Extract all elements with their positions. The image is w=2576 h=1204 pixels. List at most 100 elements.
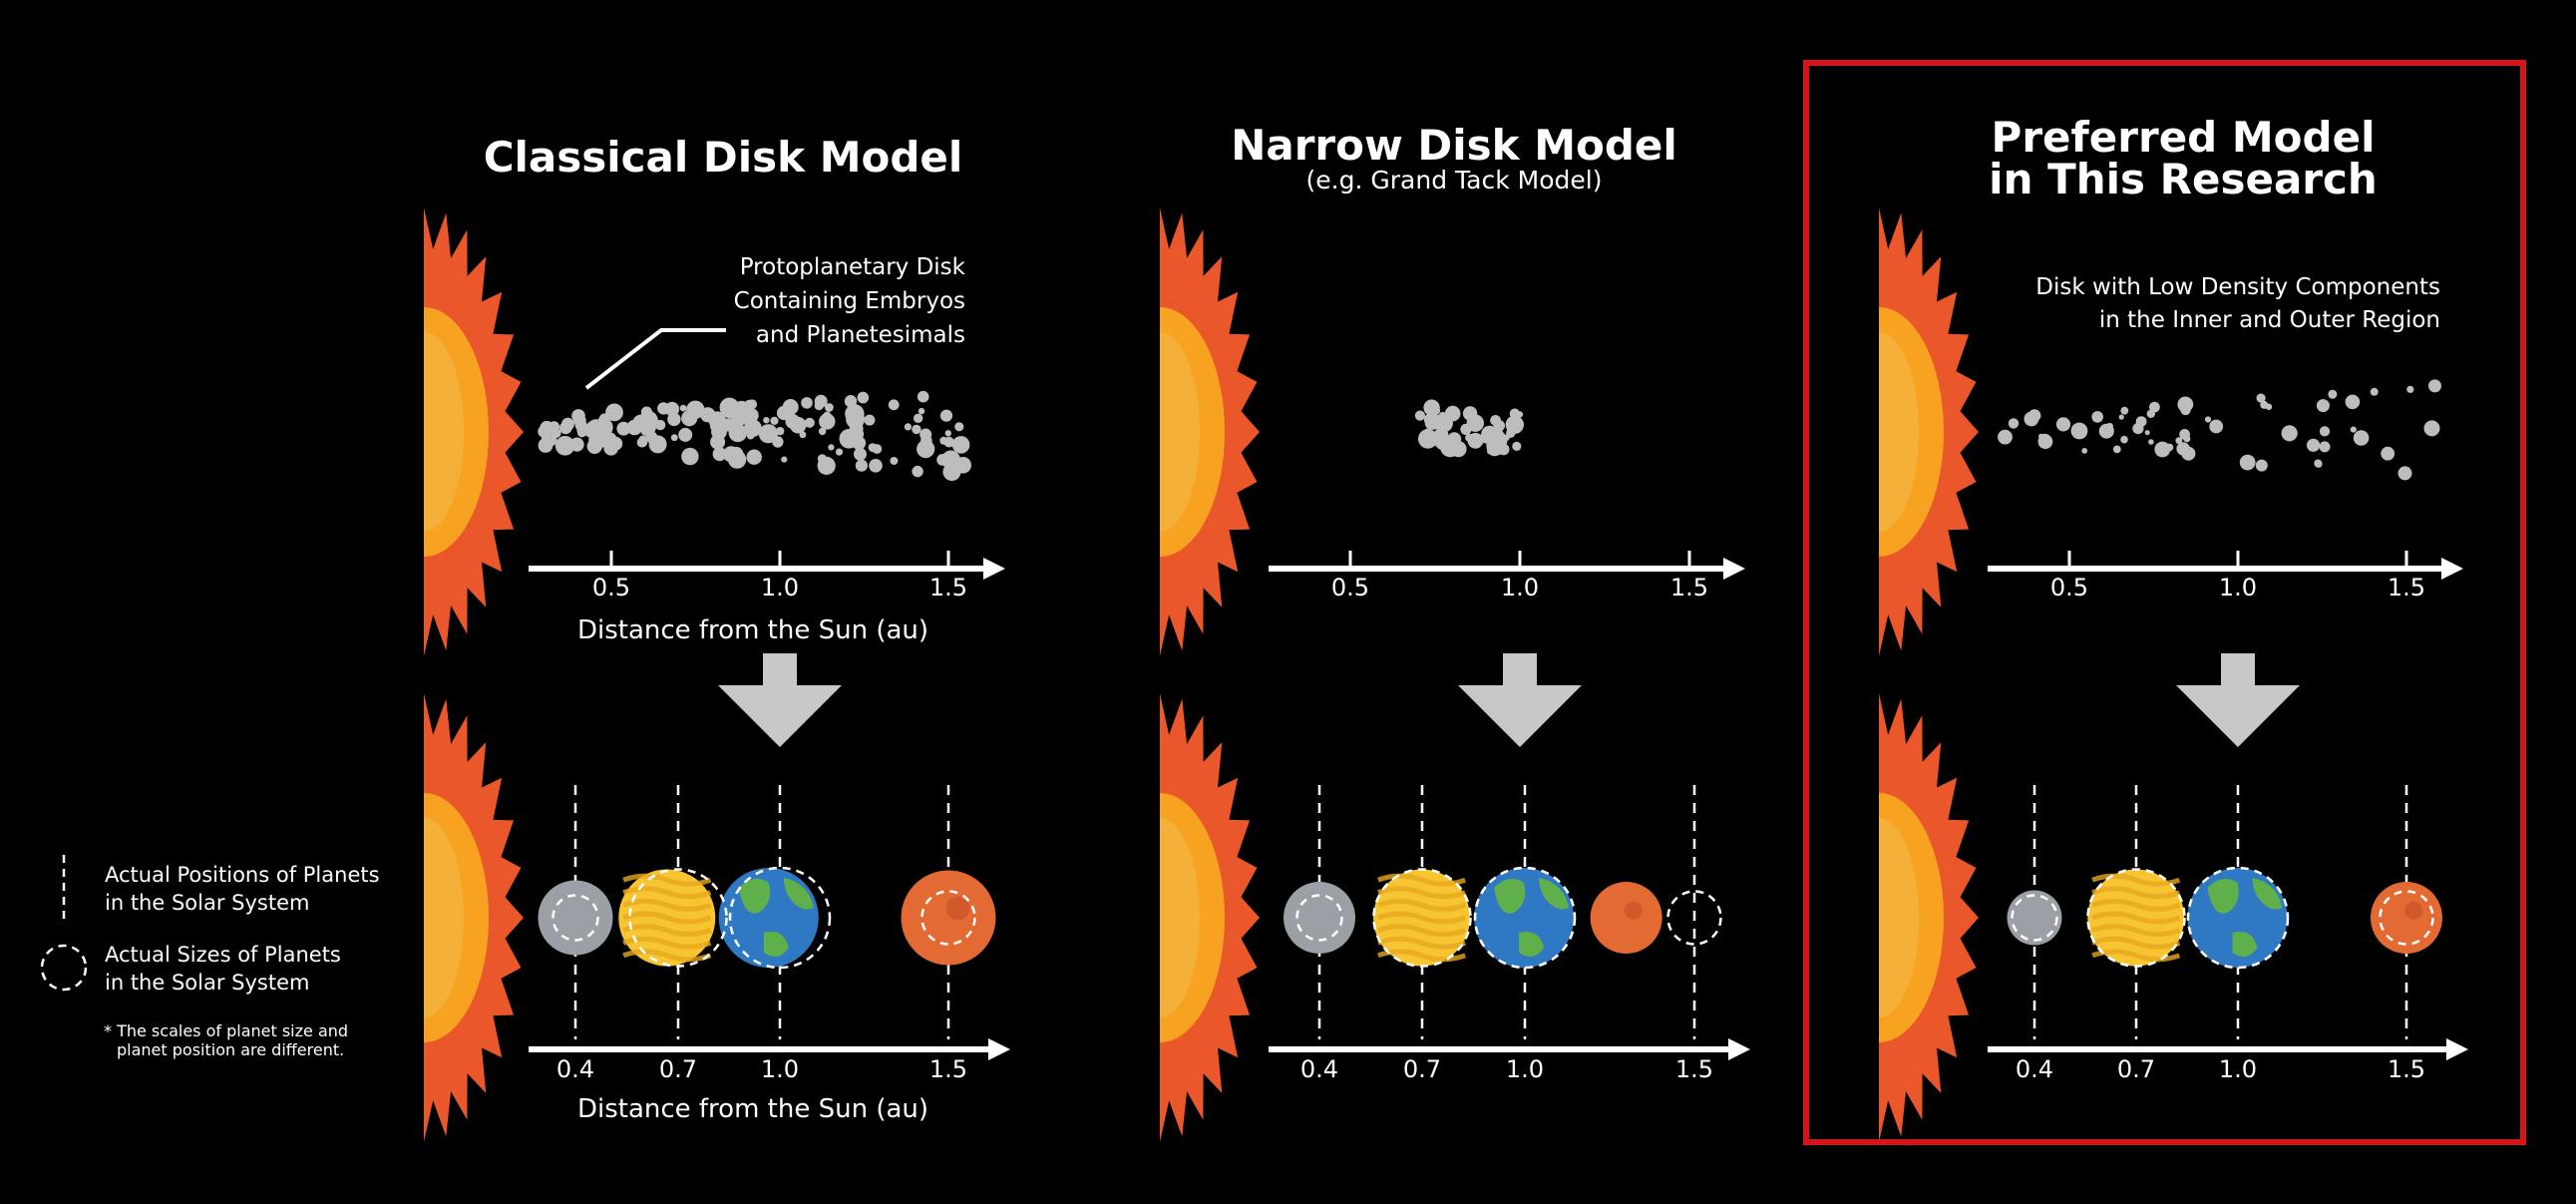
disk-particle — [681, 447, 699, 466]
classical-bottom-tick-0.7: 0.7 — [658, 1055, 698, 1083]
disk-particle — [2281, 425, 2298, 442]
disk-particle — [681, 410, 698, 427]
legend-size-outline-icon — [40, 944, 88, 992]
sun-core-highlight — [1879, 818, 1919, 1017]
disk-particle — [679, 404, 687, 412]
preferred-model-title: Preferred Model in This Research — [1989, 113, 2378, 203]
axis-arrowhead — [988, 1038, 1010, 1060]
disk-particle — [828, 444, 835, 451]
disk-particle — [731, 408, 749, 426]
disk-particle — [712, 447, 727, 462]
venus-band — [1377, 886, 1467, 900]
disk-particle — [825, 403, 834, 412]
disk-particle — [2146, 409, 2155, 418]
disk-particle — [2370, 387, 2379, 396]
actual-size-outline — [552, 894, 599, 942]
disk-particle — [854, 447, 867, 461]
disk-particle — [1487, 448, 1493, 455]
earth-icon — [718, 868, 819, 968]
disk-particle — [917, 440, 935, 459]
venus-band — [1377, 873, 1467, 887]
actual-size-outline — [628, 868, 728, 968]
disk-particle — [835, 448, 844, 456]
disk-particle — [746, 449, 762, 465]
venus-band — [622, 886, 712, 900]
disk-particle — [538, 438, 553, 453]
disk-particle — [554, 436, 575, 456]
disk-particle — [857, 391, 870, 404]
disk-particle — [709, 417, 727, 434]
disk-particle — [2328, 389, 2338, 399]
disk-particle — [804, 417, 815, 428]
disk-particle — [2209, 419, 2224, 434]
mars-spot — [1624, 901, 1643, 920]
disk-particle — [941, 450, 960, 470]
narrow-top-tick-1.5: 1.5 — [1669, 574, 1709, 602]
disk-particle — [2070, 422, 2088, 440]
venus-band — [2091, 911, 2181, 925]
mars-icon — [1590, 882, 1662, 954]
sun-core-highlight — [1160, 332, 1200, 532]
disk-particle — [1465, 433, 1474, 442]
disk-particle — [2120, 435, 2128, 444]
disk-particle — [2260, 400, 2269, 409]
disk-particle — [2381, 446, 2395, 461]
classical-bottom-tick-1.0: 1.0 — [760, 1055, 800, 1083]
disk-particle — [2256, 393, 2266, 403]
legend-sizes-line-2: in the Solar System — [105, 971, 310, 995]
disk-particle — [2027, 409, 2041, 422]
classical-disk-label-line-2: Containing Embryos — [733, 288, 965, 314]
disk-particle — [593, 417, 613, 437]
disk-particle — [744, 399, 756, 411]
disk-particle — [912, 424, 921, 435]
disk-particle — [2055, 417, 2071, 432]
disk-particle — [2120, 406, 2129, 415]
disk-particle — [1490, 415, 1501, 426]
disk-particle — [746, 421, 761, 436]
venus-band — [1377, 936, 1467, 950]
disk-particle — [638, 410, 658, 430]
disk-particle — [776, 427, 785, 436]
legend-sizes-line-1: Actual Sizes of Planets — [105, 943, 341, 967]
legend-positions-line-2: in the Solar System — [105, 891, 310, 915]
disk-particle — [912, 465, 923, 478]
earth-icon — [1474, 868, 1575, 968]
disk-particle — [605, 403, 623, 422]
preferred-disk-label-line-1: Disk with Low Density Components — [2035, 274, 2440, 300]
classical-top-tick-1.5: 1.5 — [928, 574, 968, 602]
disk-particle — [781, 456, 788, 463]
disk-particle — [1450, 441, 1467, 458]
earth-land — [738, 879, 771, 914]
top-distance-axis — [1988, 558, 2463, 580]
narrow-model-title: Narrow Disk Model — [1231, 121, 1677, 170]
disk-particle — [1463, 408, 1472, 417]
disk-particle — [2314, 459, 2323, 468]
preferred-top-tick-0.5: 0.5 — [2049, 574, 2089, 602]
disk-label-leader-line — [584, 328, 726, 390]
narrow-bottom-tick-0.4: 0.4 — [1299, 1055, 1339, 1083]
sun-core-highlight — [424, 332, 464, 532]
sun-icon — [1160, 693, 1260, 1142]
down-arrow-icon — [1458, 653, 1582, 747]
disk-particle — [850, 427, 865, 441]
disk-particle — [587, 422, 595, 430]
narrow-top-tick-1.0: 1.0 — [1500, 574, 1540, 602]
sun-icon — [424, 207, 524, 656]
top-distance-axis — [529, 558, 1005, 580]
actual-size-outline — [920, 890, 976, 946]
disk-particle — [1460, 423, 1472, 435]
venus-band — [1377, 924, 1467, 938]
disk-particle — [868, 443, 878, 452]
axis-arrowhead — [1728, 1038, 1750, 1060]
venus-band — [622, 949, 712, 963]
actual-size-outline — [1666, 890, 1722, 946]
preferred-bottom-tick-0.4: 0.4 — [2015, 1055, 2054, 1083]
disk-particle — [2181, 446, 2196, 461]
sun-core-highlight — [424, 818, 464, 1017]
actual-size-outline — [2186, 866, 2290, 970]
disk-particle — [616, 421, 631, 436]
actual-size-outline — [2379, 890, 2434, 946]
venus-band — [1377, 898, 1467, 912]
classical-top-tick-0.5: 0.5 — [591, 574, 631, 602]
actual-size-outline — [2086, 868, 2186, 968]
